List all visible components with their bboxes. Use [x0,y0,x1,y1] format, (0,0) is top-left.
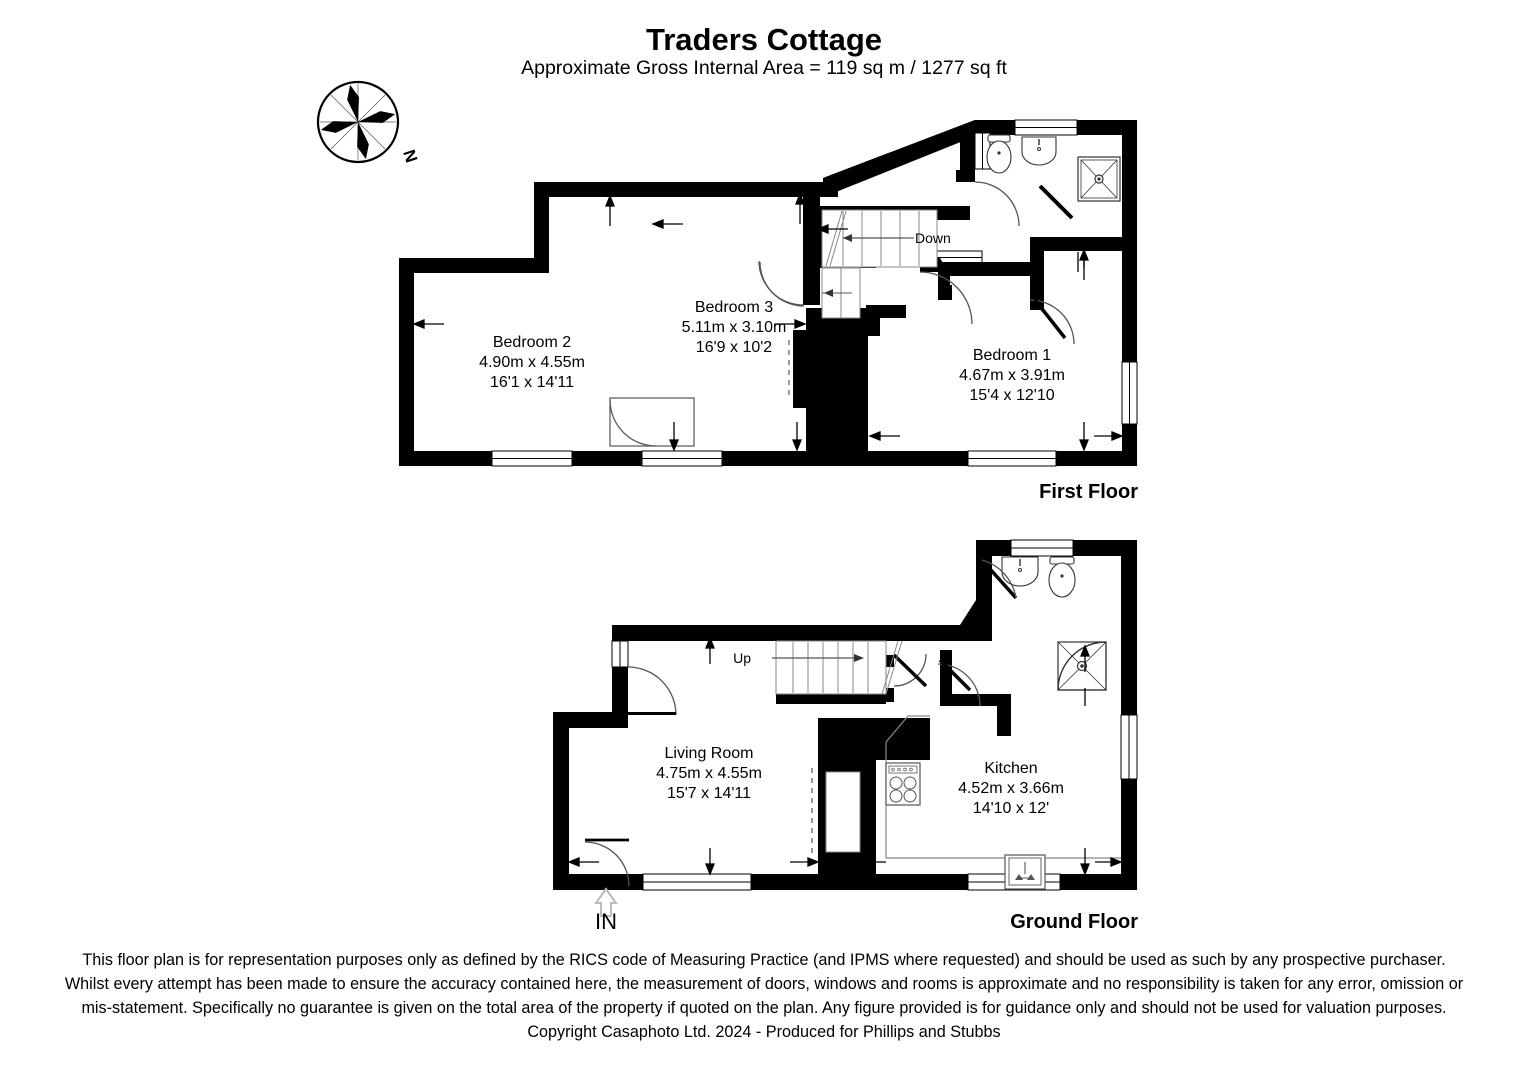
stairs-down-label: Down [915,230,951,246]
room-name-living-room: Living Room [665,745,754,762]
entrance-arrow-icon [594,887,618,917]
ground-floor-doors [584,558,1018,887]
cooker-hob-icon [885,762,921,806]
first-floor-bathroom-fixtures [986,134,1121,202]
square-shower-icon [1077,156,1121,202]
footer-copyright: Copyright Casaphoto Ltd. 2024 - Produced… [527,1023,1001,1041]
toilet-icon [1048,556,1076,598]
room-imperial-living-room: 15'7 x 14'11 [667,785,751,802]
stairs-up-label: Up [733,650,751,666]
toilet-icon [986,134,1012,174]
first-floor-label: First Floor [1039,481,1138,503]
ground-floor-dimension-arrows [567,636,1123,876]
room-metric-living-room: 4.75m x 4.55m [656,765,762,782]
ground-floor-room-labels: Living Room 4.75m x 4.55m 15'7 x 14'11 K… [656,745,1064,817]
first-floor-doors [609,181,1075,447]
compass-north-label: N [399,147,421,165]
quadrant-shower-icon [1057,641,1107,691]
footer-disclaimer-block: This floor plan is for representation pu… [64,948,1464,1044]
entrance-label: IN [595,909,617,934]
compass-rose-icon: N [316,80,421,165]
kitchen-sink-icon [1004,854,1046,890]
first-floor-stairs: Down [821,209,951,319]
wash-basin-icon [1001,556,1039,587]
wash-basin-icon [1021,136,1057,166]
room-imperial-kitchen: 14'10 x 12' [973,800,1049,817]
room-imperial-bedroom-1: 15'4 x 12'10 [969,387,1054,404]
kitchen-fixtures [885,715,1121,890]
room-name-bedroom-2: Bedroom 2 [493,334,571,351]
page-subtitle: Approximate Gross Internal Area = 119 sq… [521,57,1007,79]
room-metric-bedroom-3: 5.11m x 3.10m [682,319,787,336]
room-metric-bedroom-2: 4.90m x 4.55m [479,354,585,371]
room-name-bedroom-1: Bedroom 1 [973,347,1051,364]
footer-disclaimer: This floor plan is for representation pu… [64,951,1464,1017]
room-metric-kitchen: 4.52m x 3.66m [958,780,1064,797]
ground-floor-stairs: Up [733,640,903,695]
room-metric-bedroom-1: 4.67m x 3.91m [959,367,1065,384]
page-title: Traders Cottage [645,22,882,57]
ground-floor-label: Ground Floor [1010,911,1138,933]
first-floor-dimension-arrows [412,192,1124,452]
room-imperial-bedroom-3: 16'9 x 10'2 [696,339,772,356]
room-name-bedroom-3: Bedroom 3 [695,299,773,316]
ground-floor-bathroom-fixtures [1001,556,1107,691]
ground-floor-partitions [776,650,1011,880]
room-imperial-bedroom-2: 16'1 x 14'11 [490,374,574,391]
room-name-kitchen: Kitchen [984,760,1037,777]
first-floor-room-labels: Bedroom 2 4.90m x 4.55m 16'1 x 14'11 Bed… [479,299,1065,404]
